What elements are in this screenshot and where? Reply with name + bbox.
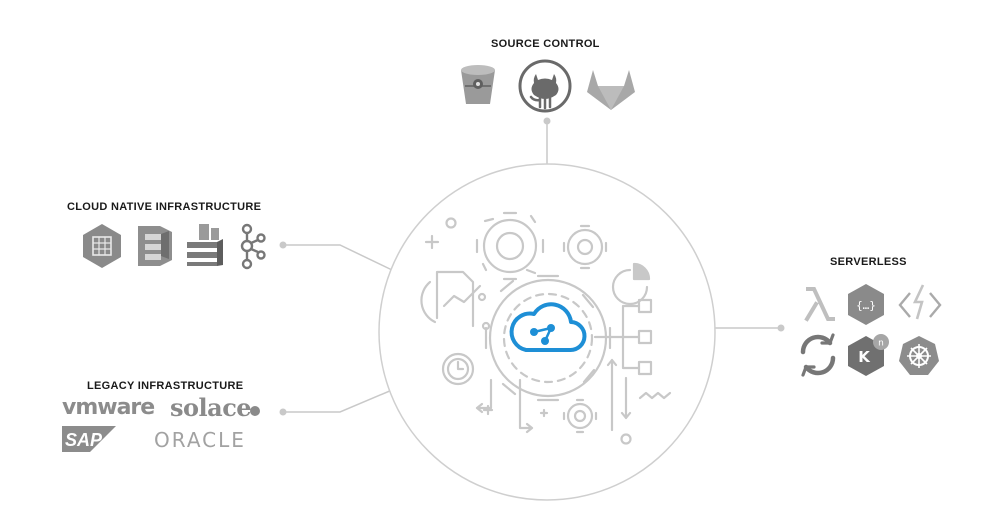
top-gear-icon <box>475 211 545 281</box>
cloud-native-label: CLOUD NATIVE INFRASTRUCTURE <box>67 201 262 213</box>
knative-icon[interactable]: K n <box>848 334 889 376</box>
connector-lines <box>283 121 781 413</box>
function-hex-icon[interactable]: {…} <box>848 284 884 325</box>
kubernetes-icon[interactable] <box>899 336 939 375</box>
flowchart-icon <box>593 298 653 376</box>
clock-icon <box>441 352 475 386</box>
connector-dots <box>279 117 785 416</box>
gears-illustration <box>420 211 672 445</box>
sap-logo-text: SAP <box>65 430 103 450</box>
serverless-label: SERVERLESS <box>830 256 907 268</box>
bitbucket-icon[interactable] <box>461 65 495 104</box>
solace-logo: solace <box>170 393 252 422</box>
svg-text:{…}: {…} <box>856 299 876 312</box>
aws-db-icon[interactable] <box>187 224 223 266</box>
vmware-logo: vmware <box>62 395 155 420</box>
pie-chart-icon <box>611 262 651 306</box>
hub-circle <box>378 163 716 501</box>
decorative-arrows <box>424 217 672 445</box>
azure-functions-icon[interactable] <box>898 284 942 320</box>
solace-dot-icon <box>250 406 260 416</box>
aws-stack-icon[interactable] <box>138 226 172 266</box>
main-gear-icon <box>484 274 612 402</box>
github-icon[interactable] <box>518 59 572 113</box>
document-graph-icon <box>420 270 487 328</box>
svg-text:n: n <box>878 339 884 349</box>
lambda-icon[interactable] <box>804 287 835 322</box>
cloud-network-icon <box>509 302 587 353</box>
small-gear-icon <box>562 224 608 270</box>
source-control-label: SOURCE CONTROL <box>491 38 600 50</box>
aws-grid-icon[interactable] <box>83 224 121 268</box>
gitlab-icon[interactable] <box>587 70 635 110</box>
kafka-icon[interactable] <box>240 223 266 270</box>
refresh-icon[interactable] <box>800 333 836 377</box>
svg-text:K: K <box>858 348 871 366</box>
legacy-infrastructure-label: LEGACY INFRASTRUCTURE <box>87 380 244 392</box>
sap-logo: SAP <box>62 426 116 452</box>
oracle-logo: ORACLE <box>154 428 246 452</box>
bottom-gear-icon <box>562 398 598 434</box>
